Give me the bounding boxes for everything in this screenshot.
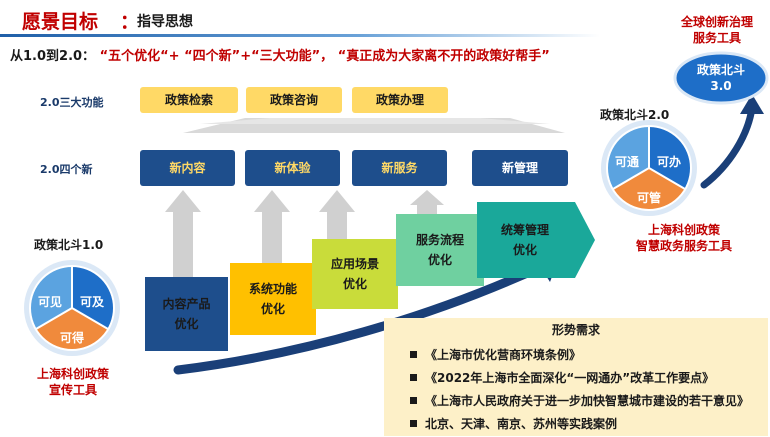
needs-item: 《上海市人民政府关于进一步加快智慧城市建设的若干意见》 [410,392,749,409]
step-coordination-line1: 统筹管理 [500,223,549,237]
needs-item: 北京、天津、南京、苏州等实践案例 [410,415,617,432]
step-coordination-line2: 优化 [512,243,537,257]
step-system-line2: 优化 [260,302,285,316]
upgrade-curve [700,104,756,189]
funnel-top-shape [200,118,550,124]
needs-title: 形势需求 [551,323,600,337]
beidou2-seg-bottom: 可管 [637,190,661,205]
headline: 从1.0到2.0： “五个优化“+ “四个新”+“三大功能”， “真正成为大家离… [10,45,550,64]
function-pill-consult: 政策咨询 [246,87,342,113]
up-arrows [165,190,444,285]
fournew-experience: 新体验 [245,150,340,186]
beidou2-wheel: 可通 可办 可管 [601,120,697,216]
step-system: 系统功能 优化 [230,263,316,335]
beidou2-caption-line1: 上海科创政策 [647,223,720,237]
step-coordination: 统筹管理 优化 [477,202,573,278]
beidou3-line1: 政策北斗 [697,62,745,77]
functions-label: 2.0三大功能 [40,96,104,109]
function-pill-handle: 政策办理 [352,87,448,113]
fournew-label: 2.0四个新 [40,163,93,176]
bullet-square-icon [410,374,417,381]
beidou1-caption-line1: 上海科创政策 [36,367,109,381]
headline-prefix: 从1.0到2.0： [10,49,96,64]
step-content-line2: 优化 [174,317,199,331]
step-scenario-line2: 优化 [342,277,367,291]
step-content-line1: 内容产品 [162,297,211,311]
function-pill-search: 政策检索 [140,87,238,113]
bullet-square-icon [410,397,417,404]
headline-quote: “五个优化“+ “四个新”+“三大功能”， “真正成为大家离不开的政策好帮手” [99,49,550,64]
fournew-service: 新服务 [352,150,447,186]
needs-item: 《上海市优化营商环境条例》 [410,346,581,363]
needs-item-text: 北京、天津、南京、苏州等实践案例 [425,417,618,431]
needs-item: 《2022年上海市全面深化“一网通办”改革工作要点》 [410,369,714,386]
growth-curve [173,260,550,375]
needs-item-text: 《上海市人民政府关于进一步加快智慧城市建设的若干意见》 [425,394,750,408]
fournew-content: 新内容 [140,150,235,186]
step-process-line1: 服务流程 [415,233,464,247]
beidou1-caption-line2: 宣传工具 [48,383,97,397]
upgrade-arrowhead [740,94,764,114]
needs-panel [384,318,768,436]
step-scenario: 应用场景 优化 [312,239,398,309]
beidou3-caption: 全球创新治理 服务工具 [664,14,770,46]
needs-item-text: 《2022年上海市全面深化“一网通办”改革工作要点》 [425,371,715,385]
bullet-square-icon [410,420,417,427]
beidou1-seg-left: 可见 [38,295,62,309]
beidou2-caption-line2: 智慧政务服务工具 [635,239,732,253]
beidou3-ellipse: 政策北斗 3.0 [673,51,769,105]
beidou2-seg-right: 可办 [657,154,681,169]
beidou3-caption-line2: 服务工具 [692,31,741,45]
needs-item-text: 《上海市优化营商环境条例》 [425,348,582,362]
step-process: 服务流程 优化 [396,214,484,286]
step-content: 内容产品 优化 [145,277,228,351]
step-scenario-line1: 应用场景 [330,257,379,271]
title-colon: ： [120,11,140,33]
page-title: 愿景目标 [22,11,99,33]
beidou1-caption: 上海科创政策 宣传工具 [14,366,132,398]
beidou1-title: 政策北斗1.0 [34,238,104,252]
beidou3-caption-line1: 全球创新治理 [680,15,753,29]
beidou2-seg-left: 可通 [615,154,639,169]
bullet-square-icon [410,351,417,358]
page-subtitle: 指导思想 [137,14,193,30]
beidou1-wheel: 可见 可及 可得 [24,260,120,356]
title-underline [0,34,600,37]
step-coordination-shape [477,202,595,278]
step-system-line1: 系统功能 [248,282,297,296]
beidou3-line2: 3.0 [710,79,731,93]
step-process-line2: 优化 [427,253,452,267]
beidou2-title: 政策北斗2.0 [600,108,670,122]
beidou1-seg-right: 可及 [80,295,105,309]
beidou2-caption: 上海科创政策 智慧政务服务工具 [622,222,746,254]
fournew-management: 新管理 [472,150,568,186]
beidou1-seg-bottom: 可得 [60,330,84,345]
